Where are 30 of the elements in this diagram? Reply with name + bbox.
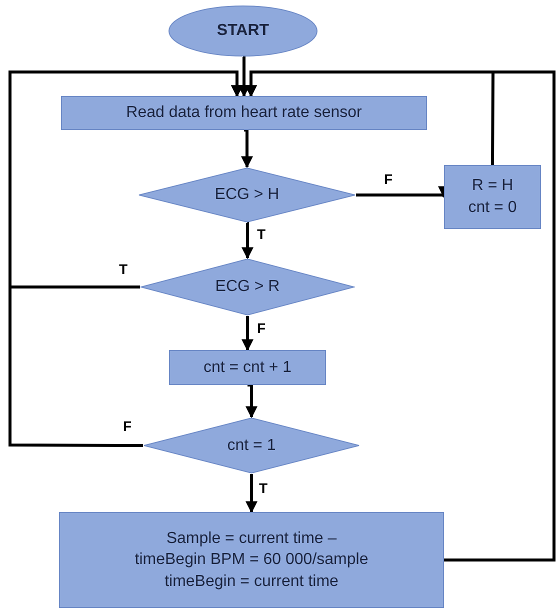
edge-label: F xyxy=(256,321,267,335)
arrow xyxy=(238,56,250,98)
edge-label: F xyxy=(122,419,133,433)
arrow xyxy=(246,384,258,418)
node-text: Sample = current time – timeBegin BPM = 60 000/sample timeBegin = current time xyxy=(134,528,370,592)
node-text: Read data from heart rate sensor xyxy=(125,103,363,124)
arrow xyxy=(8,70,243,447)
node-text: START xyxy=(216,21,270,42)
decision-diamond xyxy=(140,258,355,316)
node-text: cnt = 1 xyxy=(226,436,277,456)
arrow xyxy=(245,70,556,562)
process-box xyxy=(59,512,444,608)
node-text: ECG > R xyxy=(214,277,281,298)
edge-label: F xyxy=(383,172,394,186)
node-text: R = H cnt = 0 xyxy=(467,176,518,218)
edge-label: T xyxy=(118,262,129,276)
process-box xyxy=(444,165,541,229)
node-text: cnt = cnt + 1 xyxy=(202,358,293,378)
decision-diamond xyxy=(138,167,356,223)
start-terminal xyxy=(168,5,318,57)
process-box xyxy=(61,96,427,130)
arrow xyxy=(242,316,254,352)
arrow xyxy=(246,474,258,514)
arrow xyxy=(242,222,254,260)
edge-label: T xyxy=(258,481,269,495)
edge-label: T xyxy=(256,227,267,241)
process-box xyxy=(169,350,326,385)
node-text: ECG > H xyxy=(214,185,280,206)
arrow xyxy=(241,128,253,168)
decision-diamond xyxy=(143,417,360,474)
